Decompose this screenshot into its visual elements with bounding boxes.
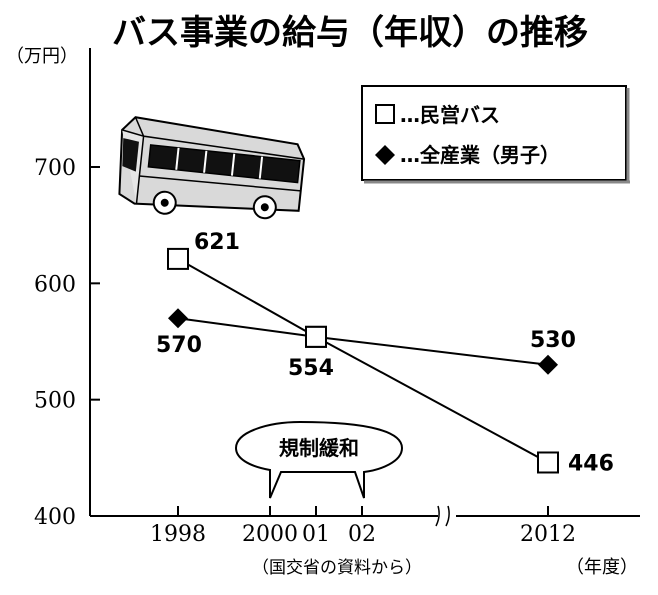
legend-label-all-industries: …全産業（男子） — [400, 143, 560, 167]
y-tick-label: 500 — [34, 389, 76, 414]
data-label: 446 — [568, 451, 614, 476]
y-axis-ticks: 400 500 600 700 — [34, 156, 100, 530]
legend: …民営バス …全産業（男子） — [361, 85, 630, 184]
x-tick-label: 2012 — [520, 522, 576, 547]
x-tick-label: 2000 — [242, 522, 298, 547]
x-tick-label: 1998 — [150, 522, 206, 547]
data-label: 621 — [194, 230, 240, 255]
source-note: （国交省の資料から） — [252, 558, 422, 578]
legend-square-icon — [375, 104, 395, 124]
data-point-square — [167, 247, 189, 270]
data-point-diamond — [538, 354, 558, 375]
x-tick-label: 02 — [348, 522, 376, 547]
axis-break-marker — [435, 505, 450, 527]
x-tick-label: 01 — [302, 522, 330, 547]
legend-box — [361, 85, 627, 181]
y-axis-unit: （万円） — [6, 46, 78, 67]
callout-label: 規制緩和 — [279, 436, 359, 460]
y-tick-label: 600 — [34, 272, 76, 297]
legend-diamond-icon — [375, 145, 395, 165]
callout-bubble — [234, 420, 404, 499]
deregulation-callout: 規制緩和 — [234, 420, 404, 499]
data-point-square — [537, 451, 559, 474]
series-layer: 621 554 446 570 530 — [156, 230, 614, 477]
legend-label-private-bus: …民営バス — [400, 103, 500, 127]
data-label: 530 — [530, 328, 576, 353]
data-point-square — [305, 325, 327, 348]
y-tick-label: 700 — [34, 156, 76, 181]
y-tick-label: 400 — [34, 505, 76, 530]
series-line — [177, 317, 549, 366]
data-label: 554 — [288, 356, 334, 381]
bus-illustration — [118, 116, 306, 220]
x-axis-unit: （年度） — [566, 557, 638, 578]
data-label: 570 — [156, 333, 202, 358]
chart-title: バス事業の給与（年収）の推移 — [112, 13, 588, 53]
data-point-diamond — [168, 308, 188, 329]
